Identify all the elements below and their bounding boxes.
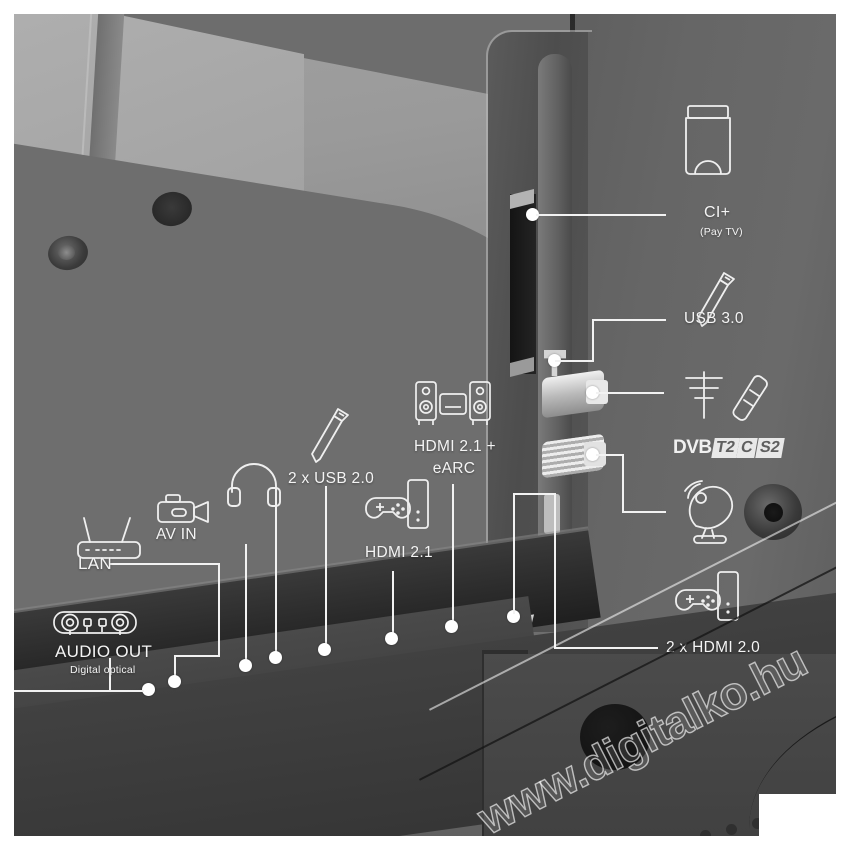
vent-dot-grid bbox=[674, 784, 836, 836]
frame-right bbox=[836, 0, 850, 850]
leader-av-in-vertical bbox=[245, 544, 247, 663]
sublabel-hdmi-21-earc: eARC bbox=[432, 460, 476, 477]
label-hdmi-20: 2 x HDMI 2.0 bbox=[666, 639, 761, 656]
label-usb-2: 2 x USB 2.0 bbox=[288, 470, 375, 487]
label-hdmi-21-earc: HDMI 2.1 + bbox=[414, 438, 496, 455]
satellite-dish-icon bbox=[676, 476, 748, 548]
frame-top bbox=[0, 0, 850, 14]
rear-speaker-hole bbox=[580, 704, 650, 770]
leader-lan-vertical2 bbox=[174, 655, 176, 680]
leader-headphone-vertical bbox=[275, 488, 277, 655]
sublabel-ci-plus: (Pay TV) bbox=[700, 226, 743, 238]
dot-av-in bbox=[239, 659, 252, 672]
side-port-tab bbox=[544, 494, 560, 534]
frame-left bbox=[0, 0, 14, 850]
dot-audio-out bbox=[142, 683, 155, 696]
leader-antenna bbox=[596, 392, 664, 394]
label-audio-out: AUDIO OUT bbox=[55, 642, 153, 661]
sublabel-audio-out: Digital optical bbox=[70, 664, 136, 676]
gamepad-console-icon bbox=[364, 478, 430, 534]
leader-ci-plus bbox=[536, 214, 666, 216]
dot-ci-plus bbox=[526, 208, 539, 221]
ci-card-icon bbox=[682, 104, 734, 180]
leader-earc-vertical bbox=[452, 484, 454, 624]
leader-lan-horizontal2 bbox=[174, 655, 220, 657]
dvb-variant-s2: S2 bbox=[755, 437, 785, 458]
frame-bottom bbox=[0, 836, 850, 850]
label-ci-plus: CI+ bbox=[704, 204, 731, 221]
camcorder-icon bbox=[154, 492, 212, 526]
rear-mount-hole-right-inner bbox=[764, 503, 783, 522]
label-usb-3: USB 3.0 bbox=[684, 310, 744, 327]
label-lan: LAN bbox=[78, 554, 112, 573]
leader-hdmi20-horizontal bbox=[513, 493, 555, 495]
leader-audio-out-vertical bbox=[109, 658, 111, 690]
product-photo: AUDIO OUT Digital optical LAN AV IN bbox=[14, 14, 836, 836]
optical-audio-port-icon bbox=[52, 608, 138, 638]
leader-satellite-horizontal1 bbox=[596, 454, 624, 456]
dvb-variant-t2: T2 bbox=[710, 437, 740, 458]
leader-usb3-vertical bbox=[592, 320, 594, 362]
dot-headphone bbox=[269, 651, 282, 664]
ci-card-slot bbox=[510, 194, 536, 374]
dvb-badge: DVB T2 C S2 bbox=[673, 436, 785, 458]
rear-mount-hole-left-inner bbox=[58, 245, 75, 260]
leader-lan-vertical bbox=[218, 563, 220, 656]
usb-flash-drive-icon bbox=[310, 406, 350, 468]
leader-usb2-vertical bbox=[325, 486, 327, 646]
leader-hdmi20-vertical2 bbox=[554, 493, 556, 648]
leader-satellite-horizontal2 bbox=[622, 511, 666, 513]
router-icon bbox=[72, 514, 146, 562]
dot-usb2 bbox=[318, 643, 331, 656]
dot-antenna bbox=[586, 386, 599, 399]
leader-usb3-horizontal2 bbox=[592, 319, 666, 321]
leader-hdmi21-vertical bbox=[392, 571, 394, 636]
leader-lan-horizontal bbox=[109, 563, 219, 565]
dot-hdmi21 bbox=[385, 632, 398, 645]
headphones-icon bbox=[226, 460, 282, 508]
gamepad-console-icon-right bbox=[674, 570, 740, 626]
dot-earc bbox=[445, 620, 458, 633]
leader-hdmi20-horizontal2 bbox=[554, 647, 658, 649]
leader-audio-out-horizontal bbox=[14, 690, 144, 692]
label-av-in: AV IN bbox=[156, 526, 197, 543]
leader-usb3-horizontal1 bbox=[555, 360, 594, 362]
leader-satellite-vertical bbox=[622, 454, 624, 512]
dot-lan bbox=[168, 675, 181, 688]
antenna-coax-icon bbox=[674, 366, 772, 424]
speakers-soundbar-icon bbox=[414, 380, 492, 430]
connector-bay-outline bbox=[486, 30, 592, 636]
dot-usb3 bbox=[548, 354, 561, 367]
label-hdmi-21: HDMI 2.1 bbox=[365, 544, 433, 561]
dvb-prefix: DVB bbox=[673, 436, 712, 458]
usb-3-flash-drive-icon bbox=[696, 270, 736, 332]
leader-hdmi20-vertical bbox=[513, 494, 515, 614]
dvb-variant-c: C bbox=[736, 437, 758, 458]
